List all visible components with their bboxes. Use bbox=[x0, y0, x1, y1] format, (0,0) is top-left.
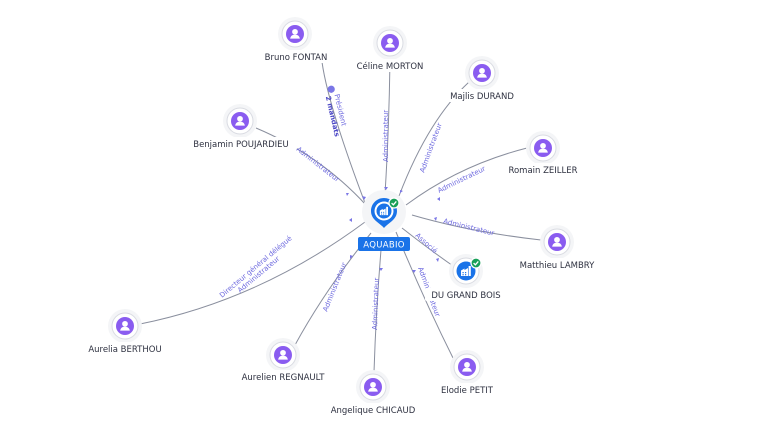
edge-fontan bbox=[321, 61, 366, 204]
edge-label-zeiller: Administrateur bbox=[436, 165, 487, 195]
arrow-petit bbox=[412, 270, 416, 273]
arrow-chicaud bbox=[379, 268, 383, 271]
person-node-regnault[interactable]: Aurelien REGNAULT bbox=[233, 338, 333, 383]
edge-label-berthou-role1: Directeur général délégué bbox=[218, 234, 293, 299]
person-name-chicaud: Angelique CHICAUD bbox=[331, 406, 416, 416]
person-name-regnault: Aurelien REGNAULT bbox=[242, 373, 326, 383]
person-icon bbox=[286, 25, 304, 43]
edge-arrows bbox=[346, 187, 440, 273]
edge-label-regnault: Administrateur bbox=[321, 261, 348, 312]
arrow-company bbox=[436, 258, 439, 262]
person-node-fontan[interactable]: Bruno FONTAN bbox=[256, 17, 335, 63]
company-name: DU GRAND BOIS bbox=[431, 291, 500, 301]
person-node-poujardieu[interactable]: Benjamin POUJARDIEU bbox=[185, 104, 297, 150]
edge-label-chicaud: Administrateur bbox=[371, 278, 381, 331]
person-icon bbox=[381, 34, 399, 52]
person-name-petit: Elodie PETIT bbox=[441, 386, 494, 396]
person-icon bbox=[473, 64, 491, 82]
mandates-badge-icon bbox=[327, 85, 335, 93]
arrow-morton bbox=[384, 187, 388, 190]
arrow-lambry bbox=[434, 217, 437, 221]
person-name-zeiller: Romain ZEILLER bbox=[508, 166, 577, 176]
verified-check-icon bbox=[470, 257, 482, 269]
edge-lambry bbox=[411, 214, 542, 241]
person-node-berthou[interactable]: Aurelia BERTHOU bbox=[81, 309, 169, 355]
person-node-petit[interactable]: Elodie PETIT bbox=[435, 350, 499, 396]
center-name: AQUABIO bbox=[363, 241, 405, 251]
person-node-chicaud[interactable]: Angelique CHICAUD bbox=[323, 370, 423, 416]
edge-label-company: Associé bbox=[414, 232, 439, 256]
person-node-zeiller[interactable]: Romain ZEILLER bbox=[502, 131, 584, 176]
edge-berthou bbox=[139, 221, 366, 325]
person-name-lambry: Matthieu LAMBRY bbox=[520, 261, 596, 271]
person-icon bbox=[458, 358, 476, 376]
center-node-aquabio[interactable]: AQUABIO bbox=[358, 190, 410, 251]
person-icon bbox=[231, 112, 249, 130]
person-node-morton[interactable]: Céline MORTON bbox=[350, 26, 430, 72]
arrow-fontan bbox=[362, 196, 366, 200]
edge-morton bbox=[384, 59, 391, 195]
person-node-lambry[interactable]: Matthieu LAMBRY bbox=[511, 225, 602, 271]
edge-poujardieu bbox=[255, 127, 367, 206]
person-name-poujardieu: Benjamin POUJARDIEU bbox=[193, 140, 289, 150]
edge-label-lambry: Administrateur bbox=[443, 217, 496, 237]
arrow-regnault bbox=[350, 255, 353, 259]
person-icon bbox=[274, 346, 292, 364]
edge-chicaud bbox=[373, 249, 382, 373]
company-node-du-grand-bois[interactable]: DU GRAND BOIS bbox=[425, 254, 507, 301]
person-name-morton: Céline MORTON bbox=[357, 61, 424, 72]
person-node-durand[interactable]: Majlis DURAND bbox=[444, 56, 521, 102]
person-icon bbox=[548, 233, 566, 251]
edge-label-morton: Administrateur bbox=[382, 110, 390, 162]
arrow-zeiller bbox=[437, 197, 440, 201]
person-name-fontan: Bruno FONTAN bbox=[265, 53, 328, 63]
arrow-durand bbox=[400, 190, 403, 193]
person-name-durand: Majlis DURAND bbox=[450, 92, 514, 102]
edge-label-poujardieu: Administrateur bbox=[295, 145, 341, 184]
arrow-poujardieu bbox=[346, 193, 349, 196]
arrow-berthou bbox=[349, 218, 352, 222]
person-icon bbox=[534, 139, 552, 157]
person-icon bbox=[116, 317, 134, 335]
person-name-berthou: Aurelia BERTHOU bbox=[88, 345, 161, 355]
verified-check-icon bbox=[388, 197, 400, 209]
edge-zeiller bbox=[405, 147, 528, 206]
person-icon bbox=[364, 378, 382, 396]
